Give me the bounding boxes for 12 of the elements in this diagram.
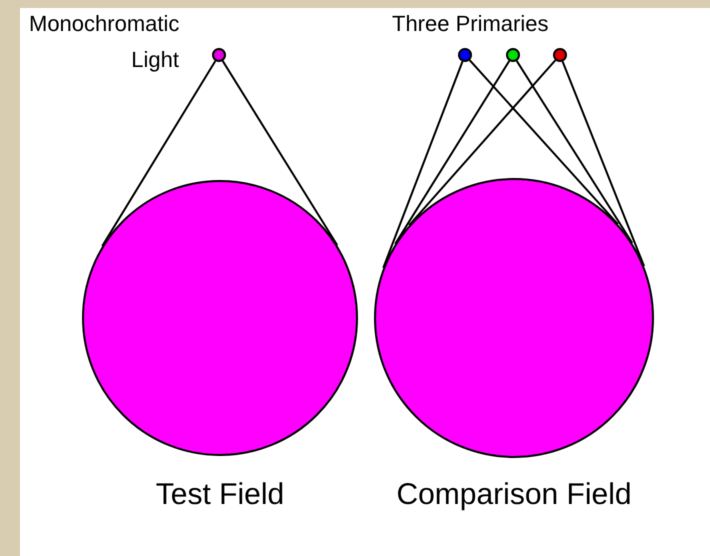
light-label: Monochromatic Light: [29, 10, 179, 74]
line: [562, 61, 645, 267]
line: [516, 60, 634, 244]
line: [101, 60, 216, 247]
field-label: Comparison Field: [396, 480, 632, 510]
line: [468, 60, 619, 225]
primaries-label: Three Primaries: [392, 13, 548, 35]
line: [382, 61, 464, 268]
line: [222, 60, 338, 246]
line: [408, 60, 556, 226]
line: [394, 60, 510, 244]
field-label: Test Field: [156, 480, 284, 510]
